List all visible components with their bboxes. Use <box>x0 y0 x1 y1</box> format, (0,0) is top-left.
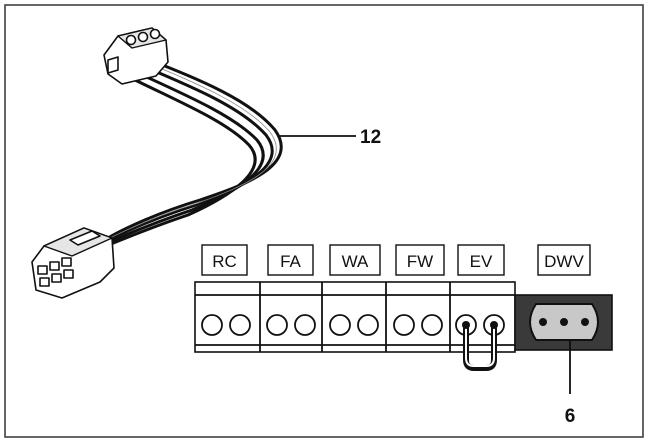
terminal-labels: RC FA WA FW EV DWV <box>201 244 591 276</box>
large-plug-pin-5 <box>51 273 62 283</box>
dwv-connector: 6 <box>514 294 613 427</box>
terminal-fa-1 <box>266 314 288 336</box>
label-wa: WA <box>342 252 369 271</box>
ev-jumper-highlight <box>465 327 495 367</box>
label-box-dwv <box>537 244 591 276</box>
terminal-wa-2 <box>357 314 379 336</box>
large-plug-pin-1 <box>37 265 48 275</box>
terminal-wa-1 <box>329 314 351 336</box>
large-plug-latch <box>69 230 101 246</box>
dwv-pin-2 <box>560 318 568 326</box>
terminal-block <box>194 281 516 371</box>
harness-wire-highlight <box>105 62 277 241</box>
ev-jumper-end-1 <box>462 321 470 329</box>
large-plug-pin-3 <box>61 257 72 267</box>
harness-wire-1 <box>106 58 283 240</box>
small-plug-screw-2 <box>137 31 149 43</box>
label-box-ev <box>457 244 505 276</box>
callout-12-label: 12 <box>360 127 381 148</box>
terminal-fw-1 <box>393 314 415 336</box>
label-box-fw <box>395 244 445 276</box>
large-plug-pin-6 <box>63 269 74 279</box>
label-fw: FW <box>407 252 433 271</box>
label-fa: FA <box>280 252 301 271</box>
label-dwv: DWV <box>544 252 584 271</box>
large-plug-pin-4 <box>39 277 50 287</box>
terminal-rc-1 <box>201 314 223 336</box>
label-rc: RC <box>212 252 237 271</box>
cable-harness: 12 <box>31 27 381 299</box>
terminal-rc-2 <box>229 314 251 336</box>
harness-wire-2 <box>102 65 274 244</box>
harness-wire-4 <box>94 78 257 252</box>
label-box-rc <box>201 244 248 276</box>
terminal-fa-2 <box>294 314 316 336</box>
ev-jumper-end-2 <box>490 321 498 329</box>
diagram-frame <box>4 4 644 438</box>
terminal-fw-2 <box>421 314 443 336</box>
label-box-wa <box>329 244 381 276</box>
large-plug <box>31 227 115 299</box>
label-box-fa <box>267 244 314 276</box>
dwv-pin-3 <box>581 318 589 326</box>
small-plug-screw-3 <box>149 28 161 40</box>
dwv-pin-1 <box>539 318 547 326</box>
large-plug-pin-2 <box>49 261 60 271</box>
small-plug-screw-1 <box>125 34 137 46</box>
label-ev: EV <box>470 252 493 271</box>
harness-wire-3 <box>98 72 265 248</box>
small-plug <box>103 27 169 85</box>
small-plug-tab <box>107 56 119 74</box>
callout-6-label: 6 <box>565 406 576 427</box>
